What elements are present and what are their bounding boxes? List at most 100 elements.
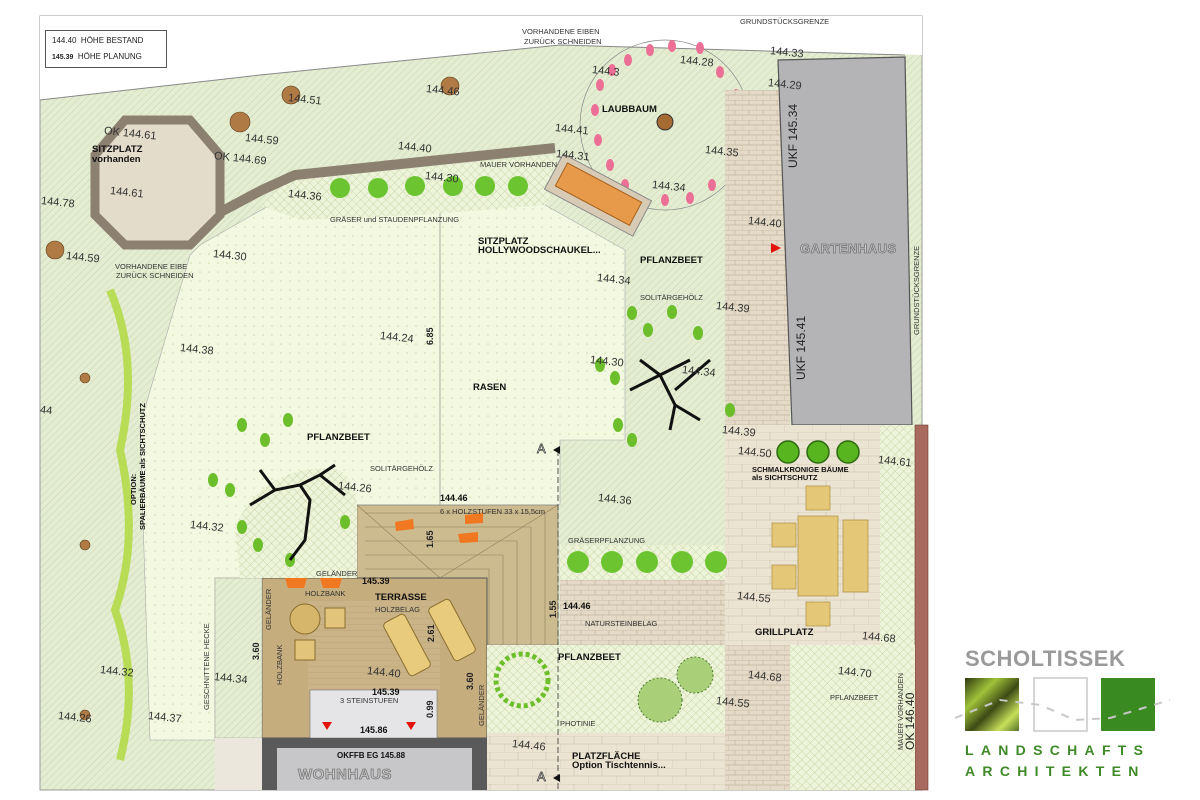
legend-existing-value: 144.40 bbox=[52, 36, 77, 45]
note-pflanzbeet-se: PFLANZBEET bbox=[830, 693, 879, 702]
solitaire-shrub-ne bbox=[595, 305, 735, 447]
entrance-arrow-icon bbox=[322, 722, 332, 730]
dimension-value: 1.65 bbox=[425, 530, 435, 548]
note-eiben-cut: ZURÜCK SCHNEIDEN bbox=[524, 37, 602, 46]
legend-planned-value: 145.39 bbox=[52, 54, 74, 61]
grass-clumps-north bbox=[330, 176, 528, 198]
brick-wall bbox=[914, 424, 929, 791]
label-columnar-trees: SCHMALKRONIGE BÄUME bbox=[752, 465, 849, 474]
label-grillplatz: GRILLPLATZ bbox=[755, 627, 814, 638]
entrance-arrow-icon bbox=[406, 722, 416, 730]
step-lines bbox=[356, 504, 559, 645]
ukf-2-text: UKF 145.41 bbox=[794, 315, 808, 380]
plant-strip-east bbox=[880, 425, 915, 645]
elevation-planned: 144.46 bbox=[440, 493, 468, 503]
existing-seating-area bbox=[90, 115, 225, 250]
label-hollywoodschaukel: HOLLYWOODSCHAUKEL... bbox=[478, 245, 601, 256]
note-solitaer-ne: SOLITÄRGEHÖLZ bbox=[640, 293, 703, 302]
grass-clumps bbox=[567, 551, 727, 573]
house-interior bbox=[277, 748, 472, 790]
note-boundary-right-text: GRUNDSTÜCKSGRENZE bbox=[912, 245, 921, 335]
planting-bed-southeast bbox=[790, 645, 915, 790]
note-gelaender-left-text: GELÄNDER bbox=[264, 588, 273, 630]
sun-lounger bbox=[428, 598, 476, 662]
elevation-planned: 145.39 bbox=[372, 687, 400, 697]
note-gelaender-top: GELÄNDER bbox=[316, 569, 358, 578]
label-sitzplatz: SITZPLATZ bbox=[92, 144, 143, 155]
chair bbox=[294, 639, 316, 661]
label-gartenhaus: GARTENHAUS bbox=[800, 241, 897, 256]
property-boundary bbox=[39, 44, 906, 101]
shrub bbox=[637, 677, 683, 723]
natural-stone-paving bbox=[560, 580, 725, 645]
note-mauer-se-ok-text: OK 146.40 bbox=[903, 692, 917, 750]
note-holzbank-left-text: HOLZBANK bbox=[275, 644, 284, 685]
paving-path bbox=[725, 90, 790, 425]
note-holzbank-top: HOLZBANK bbox=[305, 589, 346, 598]
section-arrow-icon bbox=[553, 446, 560, 454]
ukf-1-text: UKF 145.34 bbox=[786, 103, 800, 168]
entrance-arrow-icon bbox=[771, 243, 781, 253]
round-table bbox=[289, 603, 321, 635]
label-pflanzbeet-w: PFLANZBEET bbox=[307, 432, 370, 443]
dimension-value: 6.85 bbox=[425, 327, 435, 345]
note-eibe-cut: ZURÜCK SCHNEIDEN bbox=[116, 271, 194, 280]
label-rasen: RASEN bbox=[473, 382, 507, 393]
existing-wall bbox=[212, 143, 556, 220]
legend-existing-label: HÖHE BESTAND bbox=[80, 36, 144, 45]
note-photinie: PHOTINIE bbox=[560, 719, 596, 728]
label-pflanzbeet-ne: PFLANZBEET bbox=[640, 255, 703, 266]
tree-branches-ne bbox=[629, 358, 711, 431]
tree-markers bbox=[45, 76, 460, 721]
logo-grass-square bbox=[965, 678, 1019, 731]
note-spalier-text: SPALIERBÄUME als SICHTSCHUTZ bbox=[138, 403, 147, 530]
elevation-planned: 144.46 bbox=[563, 601, 591, 611]
note-eibe: VORHANDENE EIBE bbox=[115, 262, 188, 271]
logo-white-square bbox=[1033, 677, 1088, 732]
label-laubbaum: LAUBBAUM bbox=[602, 104, 657, 115]
dimension-value: 2.61 bbox=[426, 624, 436, 642]
logo-line-2: ARCHITEKTEN bbox=[965, 763, 1146, 779]
tree-trunk-icon bbox=[656, 113, 674, 131]
label-pflanzbeet-s: PFLANZBEET bbox=[558, 652, 621, 663]
note-steinstufen: 3 STEINSTUFEN bbox=[340, 696, 399, 705]
note-graeser-stauden: GRÄSER und STAUDENPFLANZUNG bbox=[330, 215, 460, 224]
note-eiben: VORHANDENE EIBEN bbox=[522, 27, 600, 36]
shrub bbox=[676, 656, 714, 694]
sun-lounger bbox=[383, 613, 431, 677]
plaza-area bbox=[487, 733, 725, 790]
photinia-shrub bbox=[493, 651, 551, 709]
elevation-existing: 44 bbox=[39, 404, 53, 418]
section-label-a-bottom: A bbox=[537, 769, 546, 784]
label-tischtennis: Option Tischtennis... bbox=[572, 760, 666, 771]
label-terrasse: TERRASSE bbox=[375, 592, 427, 603]
note-option-text: OPTION: bbox=[129, 473, 138, 505]
elevation-planned: 145.39 bbox=[362, 576, 390, 586]
espalier-hedge bbox=[106, 288, 133, 761]
label-sitzplatz-status: vorhanden bbox=[92, 154, 141, 165]
bbq-furniture bbox=[771, 485, 869, 627]
note-graeserpflanzung: GRÄSERPFLANZUNG bbox=[568, 536, 646, 545]
note-gelaender-right-text: GELÄNDER bbox=[477, 684, 486, 726]
legend-planned-label: HÖHE PLANUNG bbox=[77, 52, 142, 61]
note-holzstufen: 6 x HOLZSTUFEN 33 x 15,5cm bbox=[440, 507, 546, 516]
outside-area bbox=[40, 16, 922, 100]
label-privacy-screen: als SICHTSCHUTZ bbox=[752, 473, 818, 482]
paving-path-south bbox=[725, 645, 790, 790]
dimension-value: 3.60 bbox=[251, 642, 261, 660]
section-arrow-icon bbox=[553, 774, 560, 782]
cushions bbox=[285, 513, 483, 588]
cut-hedge bbox=[214, 577, 263, 739]
chair bbox=[324, 607, 346, 629]
note-holzbelag: HOLZBELAG bbox=[375, 605, 421, 614]
dimension-value: 1.55 bbox=[548, 600, 558, 618]
note-hecke-text: GESCHNITTENE HECKE bbox=[202, 623, 211, 710]
legend: 144.40 HÖHE BESTAND 145.39 HÖHE PLANUNG bbox=[45, 30, 167, 68]
dimension-value: 0.99 bbox=[425, 700, 435, 718]
stone-steps bbox=[309, 689, 438, 739]
tree-branches-w bbox=[249, 463, 346, 561]
label-okffb: OKFFB EG 145.88 bbox=[337, 751, 406, 760]
logo-green-square bbox=[1101, 678, 1155, 731]
